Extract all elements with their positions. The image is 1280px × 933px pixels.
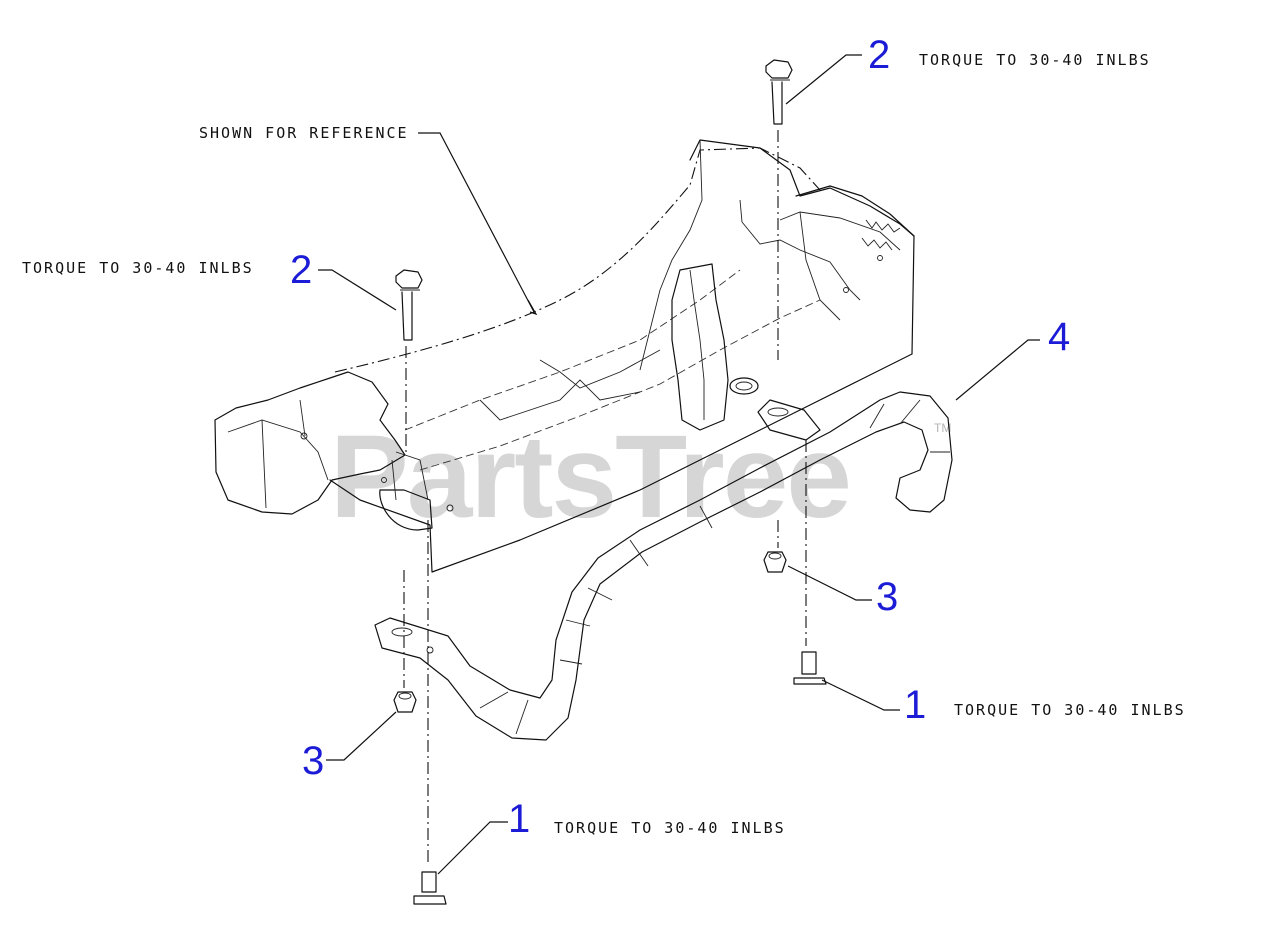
torque-note: TORQUE TO 30-40 INLBS (954, 701, 1186, 719)
bolt-top-right (765, 59, 793, 125)
callout-number: 3 (302, 739, 324, 783)
torque-note: TORQUE TO 30-40 INLBS (22, 259, 254, 277)
leader-lines (318, 54, 1040, 875)
screw-left (413, 871, 447, 905)
callout-3-left: 3 (302, 739, 324, 783)
watermark-text: PartsTree (330, 411, 850, 543)
callout-1-bottom: 1 TORQUE TO 30-40 INLBS (508, 797, 786, 841)
callout-3-right: 3 (876, 575, 898, 619)
callout-number: 4 (1048, 315, 1070, 359)
watermark-tm: TM (934, 421, 951, 435)
callout-number: 1 (904, 683, 926, 727)
callout-2-left: 2 TORQUE TO 30-40 INLBS (22, 248, 312, 292)
torque-note: TORQUE TO 30-40 INLBS (919, 51, 1151, 69)
callout-4: 4 (1048, 315, 1070, 359)
deck-frame-reference (214, 139, 915, 573)
nut-left (393, 691, 417, 713)
nut-right (763, 551, 787, 573)
alignment-lines (403, 130, 807, 866)
screw-right (793, 651, 827, 685)
callout-number: 1 (508, 797, 530, 841)
callout-number: 2 (868, 33, 890, 77)
callout-number: 3 (876, 575, 898, 619)
torque-note: TORQUE TO 30-40 INLBS (554, 819, 786, 837)
callout-number: 2 (290, 248, 312, 292)
bolt-top-left (395, 269, 423, 341)
callout-2-top-right: 2 TORQUE TO 30-40 INLBS (868, 33, 1151, 77)
callout-1-right: 1 TORQUE TO 30-40 INLBS (904, 683, 1186, 727)
bumper-bar (374, 391, 953, 741)
watermark: PartsTree TM (330, 411, 951, 543)
reference-note: SHOWN FOR REFERENCE (199, 124, 409, 142)
